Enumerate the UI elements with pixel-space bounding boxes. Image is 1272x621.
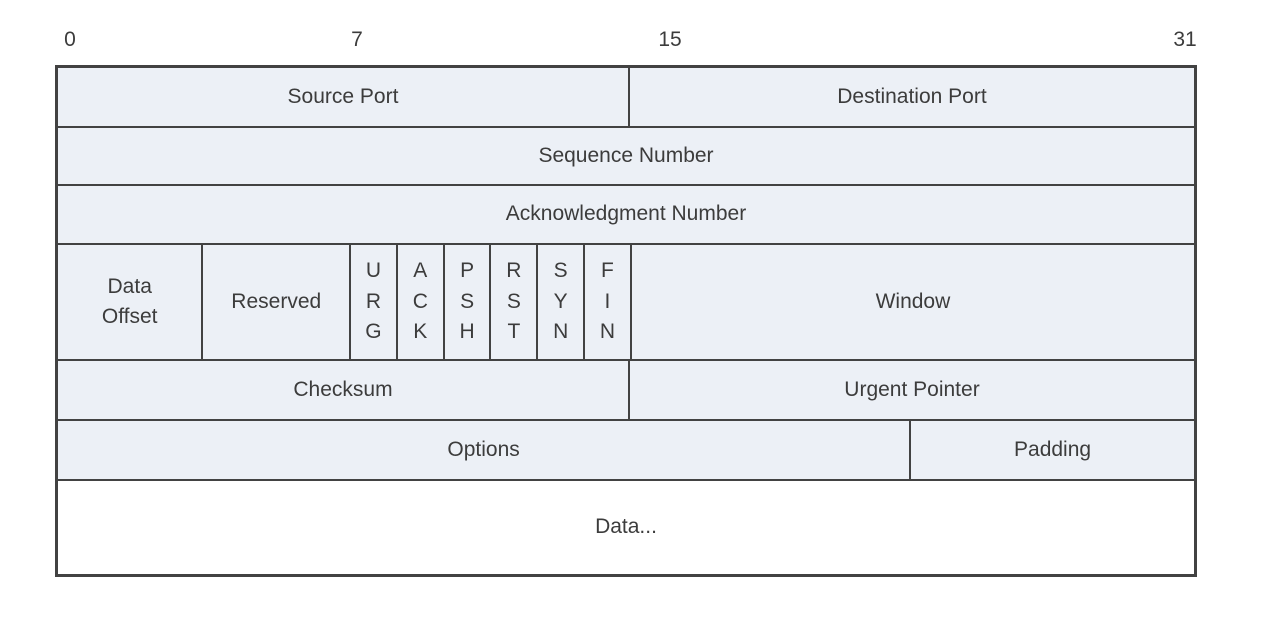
field-options: Options — [58, 421, 912, 479]
field-reserved: Reserved — [203, 245, 352, 359]
bit-label-0: 0 — [64, 28, 76, 51]
bit-label-15: 15 — [658, 28, 682, 51]
field-flag-ack: A C K — [397, 245, 445, 359]
field-data: Data... — [58, 481, 1194, 574]
field-padding: Padding — [911, 421, 1194, 479]
row-offset-flags-window: Data Offset Reserved U R G A C K P S H R… — [58, 245, 1194, 361]
row-checksum-urgent: Checksum Urgent Pointer — [58, 361, 1194, 421]
row-options-padding: Options Padding — [58, 421, 1194, 481]
bit-ruler: 0 7 15 31 — [0, 0, 1272, 62]
field-flag-syn: S Y N — [538, 245, 586, 359]
field-flag-psh: P S H — [444, 245, 492, 359]
field-flag-rst: R S T — [491, 245, 539, 359]
header-table: Source Port Destination Port Sequence Nu… — [55, 65, 1197, 577]
field-source-port: Source Port — [58, 68, 630, 126]
field-flag-fin: F I N — [585, 245, 632, 359]
field-checksum: Checksum — [58, 361, 630, 419]
field-window: Window — [631, 245, 1194, 359]
row-ports: Source Port Destination Port — [58, 68, 1194, 128]
bit-label-31: 31 — [1173, 28, 1197, 51]
field-acknowledgment-number: Acknowledgment Number — [58, 186, 1194, 243]
field-destination-port: Destination Port — [629, 68, 1194, 126]
bit-label-7: 7 — [351, 28, 363, 51]
row-data: Data... — [58, 481, 1194, 574]
row-acknowledgment-number: Acknowledgment Number — [58, 186, 1194, 245]
field-sequence-number: Sequence Number — [58, 128, 1194, 184]
row-sequence-number: Sequence Number — [58, 128, 1194, 186]
field-flag-urg: U R G — [351, 245, 398, 359]
field-urgent-pointer: Urgent Pointer — [629, 361, 1194, 419]
field-data-offset: Data Offset — [58, 245, 204, 359]
